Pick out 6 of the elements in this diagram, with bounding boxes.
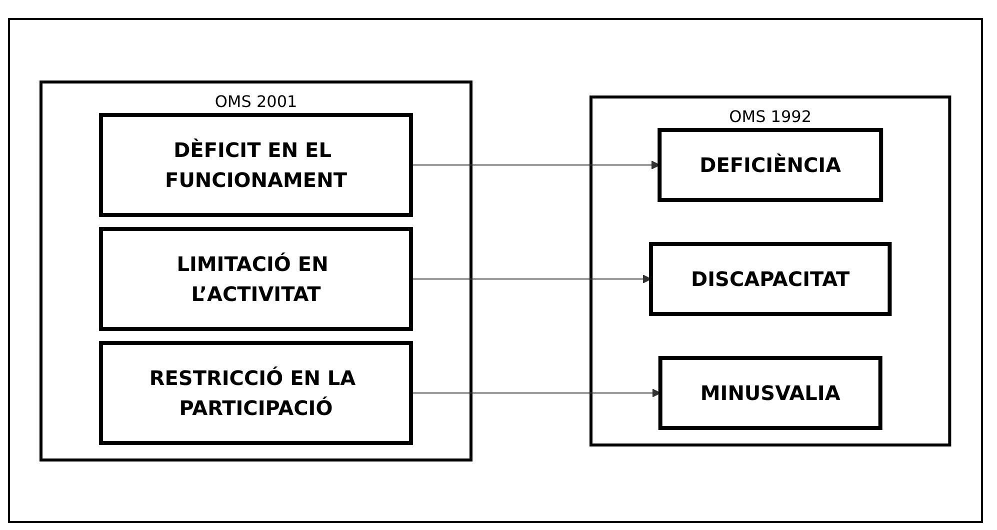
node-box: DÈFICIT EN EL FUNCIONAMENT [99,112,414,216]
node-box: LIMITACIÓ EN L’ACTIVITAT [99,226,414,330]
node-box: RESTRICCIÓ EN LA PARTICIPACIÓ [99,340,414,444]
node-box: DISCAPACITAT [649,242,892,316]
node-box: MINUSVALIA [658,356,882,430]
node-box: DEFICIÈNCIA [658,128,884,202]
